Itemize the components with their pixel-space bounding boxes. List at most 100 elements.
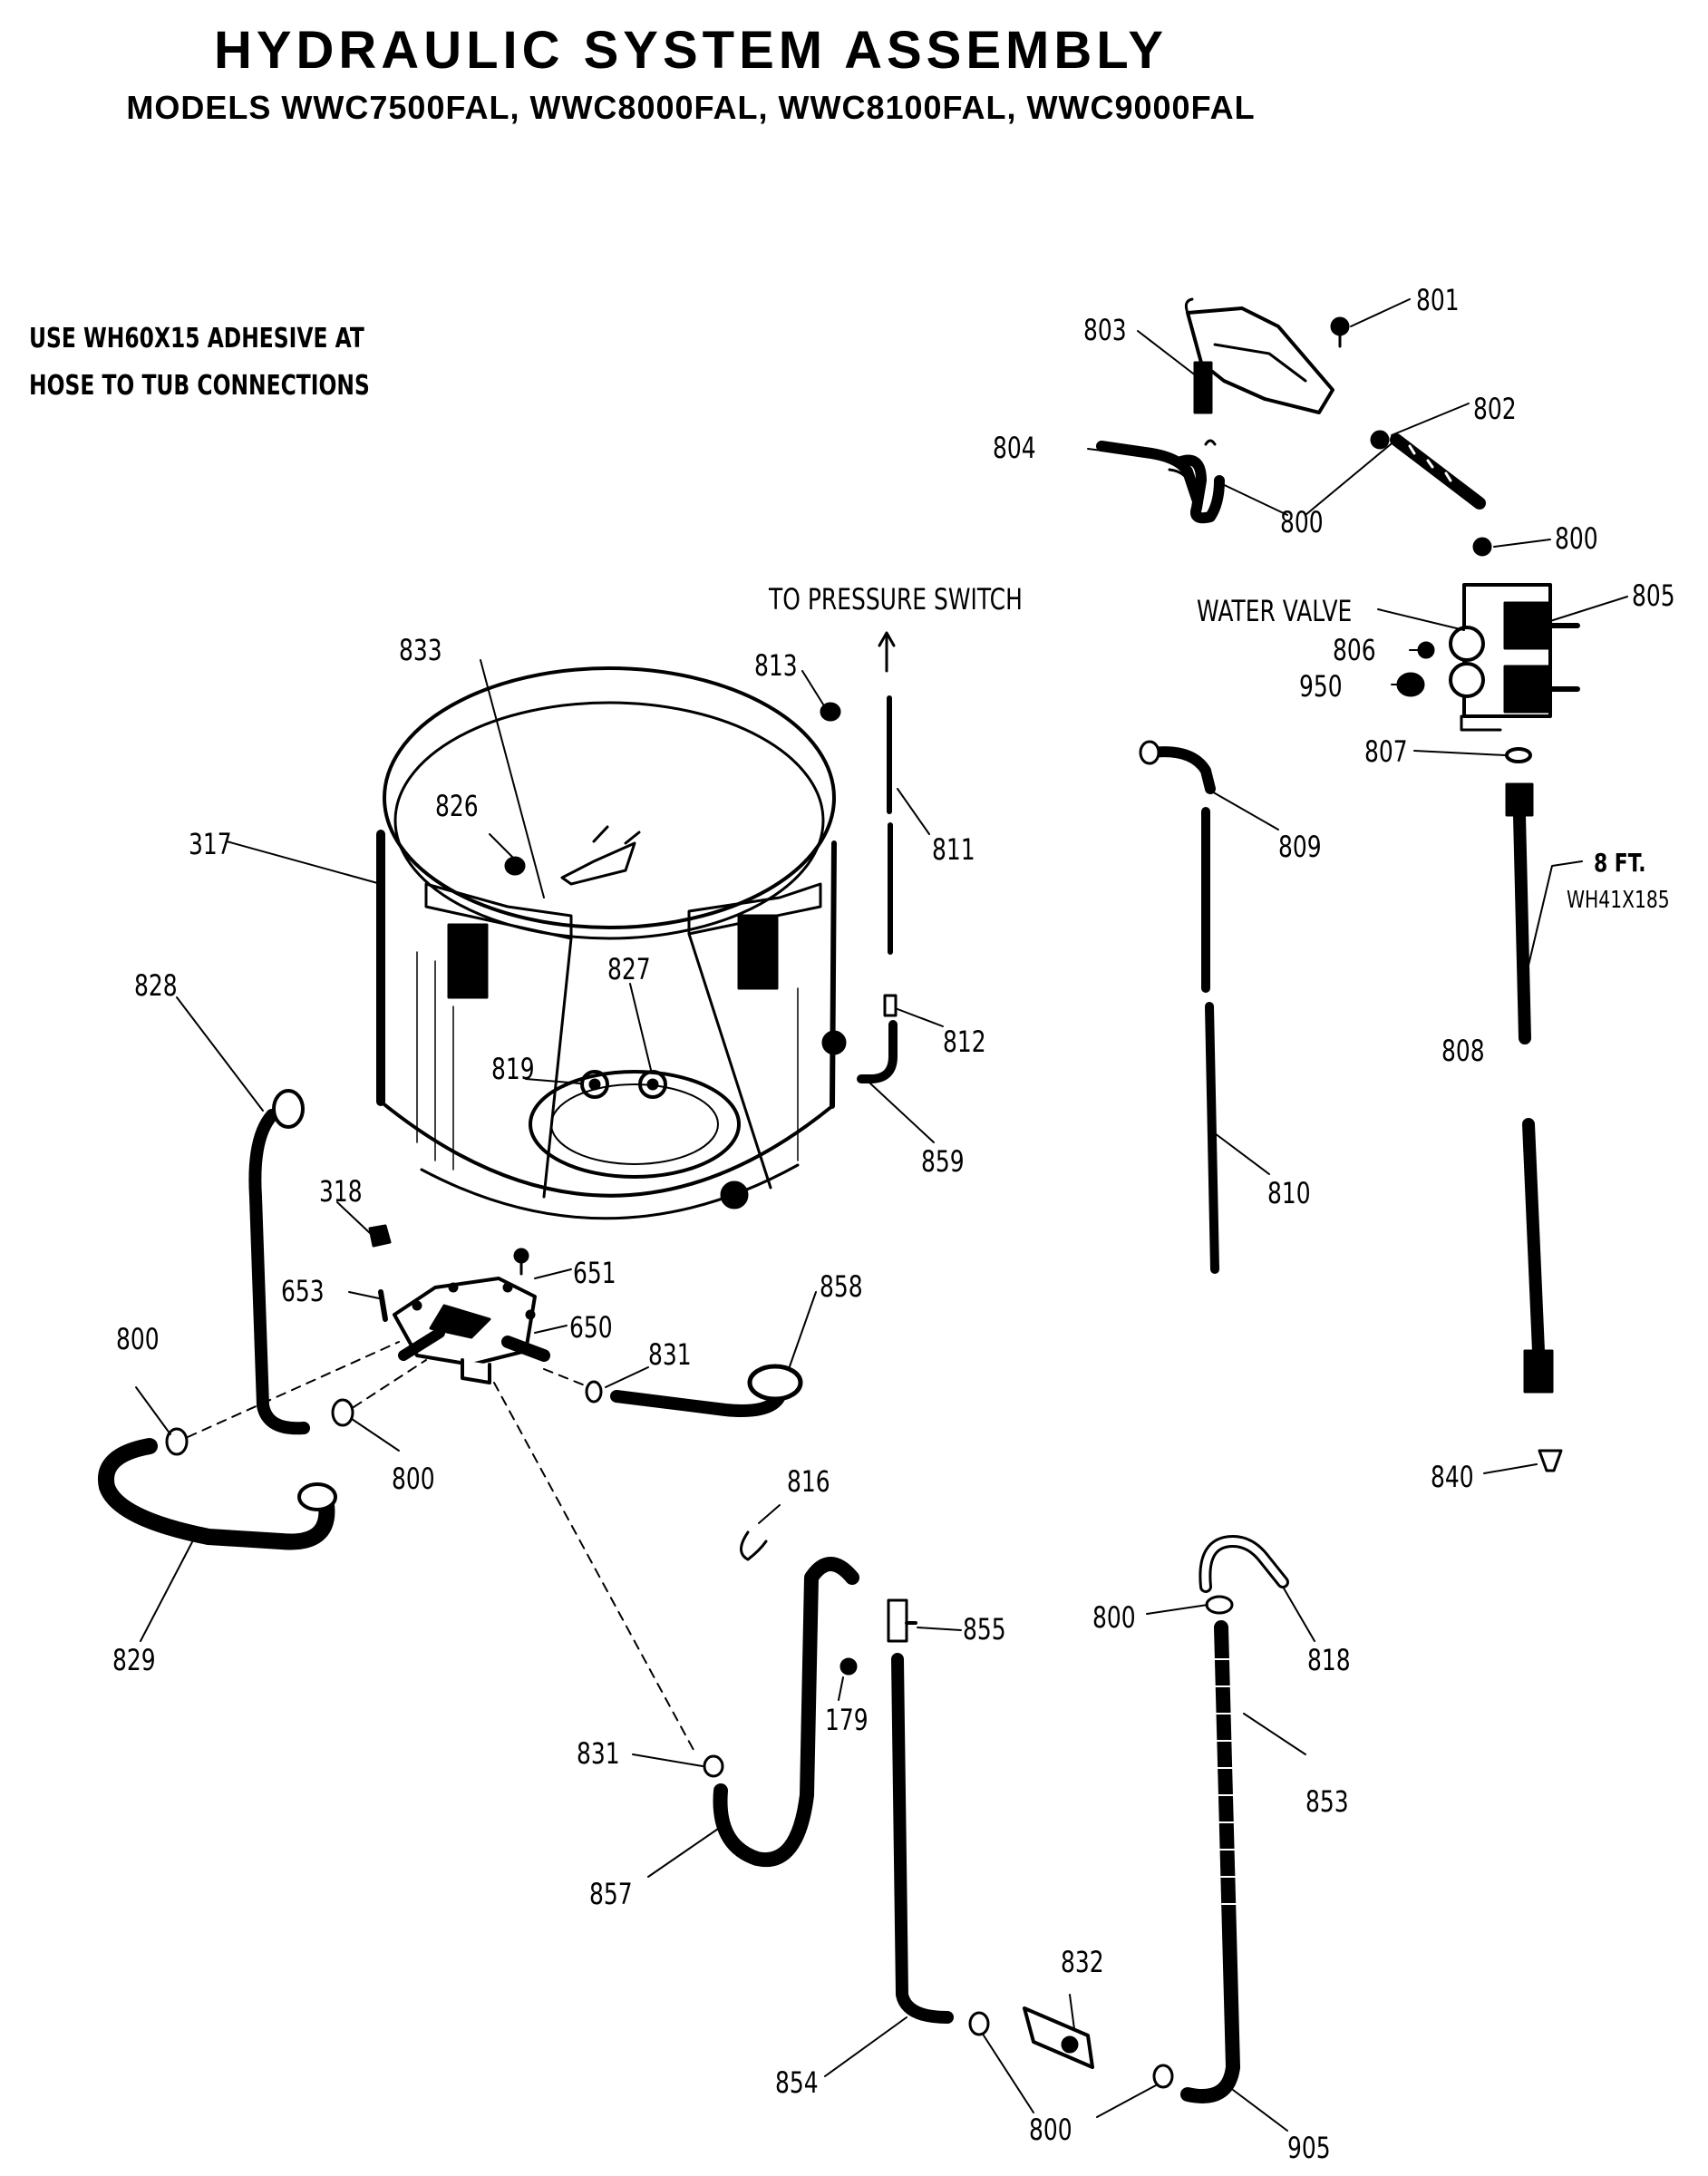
corrugated-hose-853 — [1214, 1620, 1242, 2074]
water-valve-805 — [1449, 583, 1580, 732]
water-valve-label: WATER VALVE — [1197, 594, 1353, 628]
clamp-800-mid — [331, 1398, 354, 1427]
part-label-808: 808 — [1441, 1034, 1485, 1068]
hose-858 — [610, 1364, 803, 1417]
clamp-831-lower — [703, 1754, 724, 1778]
part-label-804: 804 — [993, 431, 1036, 465]
part-label-950: 950 — [1299, 669, 1343, 704]
part-label-826: 826 — [435, 789, 479, 823]
hose-length-label: 8 FT. — [1594, 848, 1646, 878]
dispenser-803 — [1184, 297, 1334, 414]
part-label-855: 855 — [963, 1612, 1006, 1647]
part-label-831-lower: 831 — [577, 1736, 620, 1771]
part-label-809: 809 — [1278, 830, 1322, 864]
part-label-833: 833 — [399, 633, 442, 667]
part-label-801: 801 — [1416, 283, 1460, 317]
clamp-800-top — [1370, 430, 1390, 450]
clamp-800-valve — [1472, 537, 1492, 557]
inlet-hose-808 — [1505, 782, 1554, 1394]
part-label-859: 859 — [921, 1144, 965, 1179]
hose-part-label: WH41X185 — [1567, 887, 1670, 914]
hose-washer-840 — [1538, 1449, 1563, 1472]
part-label-653: 653 — [281, 1274, 325, 1308]
clamp-800-left — [165, 1427, 189, 1456]
hose-905 — [1180, 2060, 1240, 2103]
part-label-857: 857 — [589, 1877, 633, 1911]
stud-827 — [638, 1070, 667, 1099]
clip-318 — [368, 1224, 392, 1248]
part-label-827: 827 — [607, 952, 651, 986]
hose-810 — [1201, 807, 1219, 1274]
fitting-855 — [887, 1598, 917, 1643]
part-label-832: 832 — [1061, 1945, 1104, 1979]
tub-317 — [376, 666, 847, 1220]
nozzle-833 — [560, 825, 641, 886]
part-label-317: 317 — [189, 827, 232, 861]
part-label-818: 818 — [1307, 1643, 1351, 1677]
part-label-858: 858 — [820, 1269, 863, 1304]
part-label-905: 905 — [1287, 2131, 1331, 2165]
part-label-828: 828 — [134, 968, 178, 1003]
screw-801 — [1330, 316, 1350, 348]
stud-819 — [580, 1070, 609, 1099]
clamp-831-upper — [585, 1380, 603, 1404]
screw-179 — [839, 1657, 858, 1676]
screw-653 — [378, 1289, 388, 1322]
screen-950 — [1396, 672, 1425, 697]
clamp-800-lower-left — [968, 2011, 990, 2036]
fitting-812 — [883, 994, 898, 1017]
dashed-connectors — [187, 1341, 694, 1751]
hose-854 — [891, 1653, 954, 2024]
part-label-800-right: 800 — [1092, 1600, 1136, 1635]
part-label-800-mid: 800 — [392, 1462, 435, 1496]
washer-807 — [1505, 747, 1532, 763]
nut-806 — [1417, 641, 1435, 659]
page-title: HYDRAULIC SYSTEM ASSEMBLY — [213, 21, 1169, 80]
hose-828 — [248, 1089, 310, 1435]
part-label-853: 853 — [1305, 1784, 1349, 1819]
elbow-hose-800-top — [1173, 439, 1225, 524]
clamp-800-right — [1205, 1595, 1234, 1615]
part-label-816: 816 — [787, 1464, 830, 1499]
part-label-800-left: 800 — [116, 1322, 160, 1356]
part-label-829: 829 — [112, 1643, 156, 1677]
hose-809 — [1139, 740, 1216, 794]
part-label-318: 318 — [319, 1174, 363, 1209]
part-label-810: 810 — [1267, 1176, 1311, 1210]
hose-802 — [1390, 433, 1486, 510]
part-label-831-upper: 831 — [648, 1337, 692, 1372]
part-label-813: 813 — [754, 648, 798, 683]
part-label-819: 819 — [491, 1052, 535, 1086]
pressure-tube-811 — [878, 631, 896, 955]
clamp-800-lower-right — [1152, 2064, 1174, 2089]
part-label-806: 806 — [1333, 633, 1376, 667]
part-label-179: 179 — [825, 1703, 869, 1737]
adhesive-note-line-1: USE WH60X15 ADHESIVE AT — [29, 323, 364, 355]
hose-859 — [857, 1020, 898, 1083]
part-label-802: 802 — [1473, 392, 1517, 426]
part-label-805: 805 — [1632, 578, 1675, 613]
to-pressure-switch-label: TO PRESSURE SWITCH — [769, 582, 1023, 617]
pump-650 — [393, 1277, 550, 1384]
part-label-651: 651 — [573, 1256, 616, 1290]
part-label-854: 854 — [775, 2065, 819, 2100]
leader-lines — [135, 298, 1628, 2132]
models-subtitle: MODELS WWC7500FAL, WWC8000FAL, WWC8100FA… — [126, 89, 1256, 126]
screw-651 — [513, 1248, 529, 1276]
clip-816 — [740, 1530, 768, 1561]
part-label-650: 650 — [569, 1310, 613, 1345]
hose-804 — [1096, 441, 1202, 504]
elbow-818 — [1199, 1535, 1289, 1593]
part-label-800-top: 800 — [1280, 505, 1324, 539]
part-label-807: 807 — [1364, 734, 1408, 769]
connector-832 — [1023, 2006, 1094, 2069]
part-label-803: 803 — [1083, 313, 1127, 347]
part-label-800-bottom: 800 — [1029, 2113, 1072, 2147]
hose-829 — [98, 1438, 337, 1550]
adhesive-note-line-2: HOSE TO TUB CONNECTIONS — [29, 370, 370, 402]
part-label-840: 840 — [1431, 1460, 1474, 1494]
drain-hose-857 — [713, 1557, 859, 1868]
grommet-826 — [504, 856, 526, 876]
plug-813 — [820, 702, 841, 722]
